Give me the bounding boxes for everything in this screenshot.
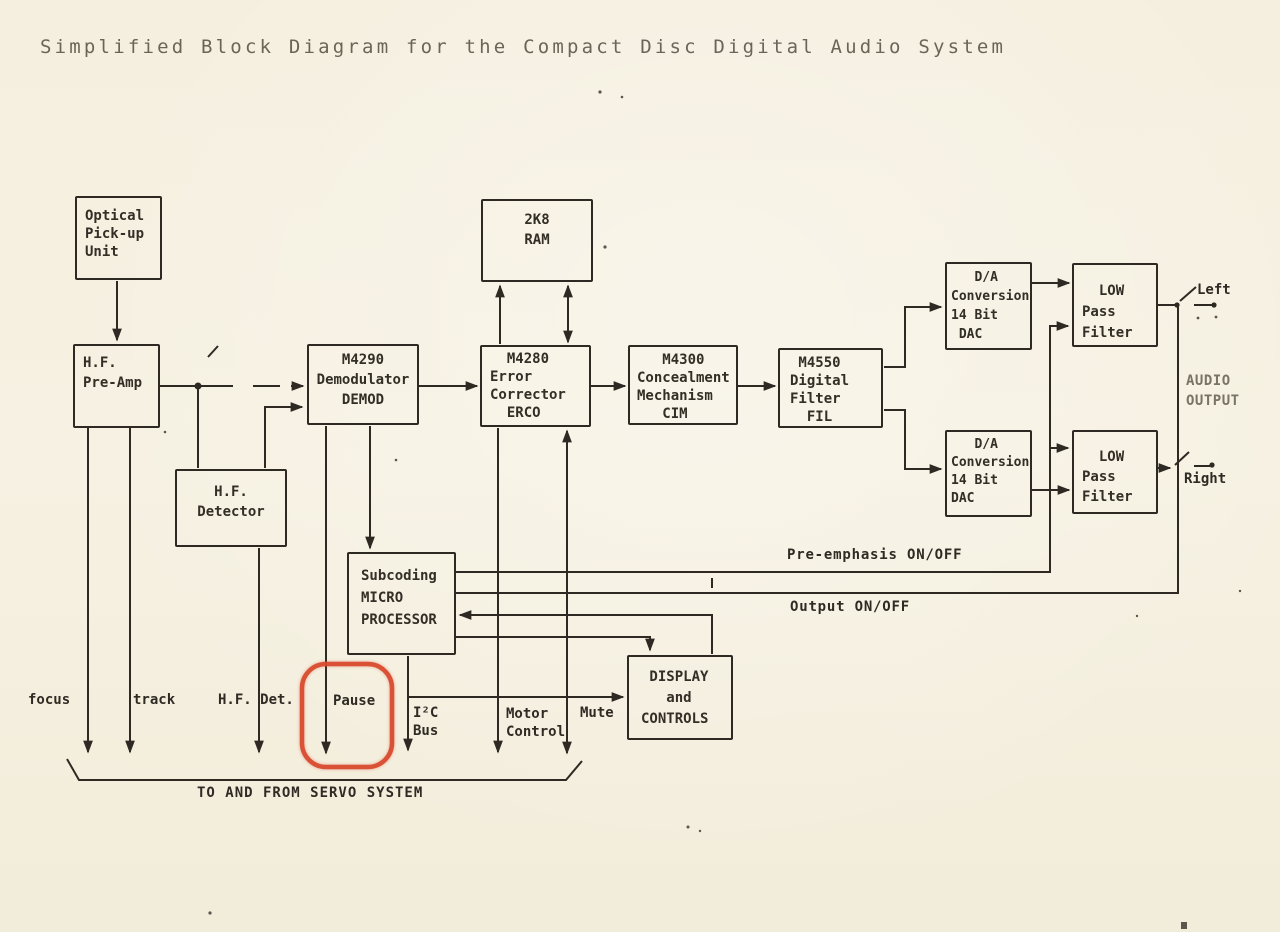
box-lpf-top: LOW Pass Filter bbox=[1072, 263, 1158, 347]
label-output-onoff: Output ON/OFF bbox=[790, 599, 910, 615]
box-ram: 2K8 RAM bbox=[481, 199, 593, 282]
label-i2c-bus: I²C Bus bbox=[413, 705, 439, 739]
pause-annotation bbox=[299, 661, 395, 770]
arrow-fil-to-dac-top bbox=[884, 302, 943, 368]
box-display-controls: DISPLAY and CONTROLS bbox=[627, 655, 733, 740]
junction-dot bbox=[194, 382, 202, 390]
diagram-title: Simplified Block Diagram for the Compact… bbox=[40, 36, 1007, 58]
box-demodulator: M4290 Demodulator DEMOD bbox=[307, 344, 419, 425]
arrow-micro-to-display bbox=[456, 636, 655, 652]
line-output-onoff bbox=[456, 303, 1179, 594]
label-focus: focus bbox=[28, 692, 71, 708]
arrow-detector-to-demod bbox=[264, 402, 304, 468]
label-pause: Pause bbox=[333, 693, 376, 709]
arrow-display-to-micro bbox=[458, 610, 713, 654]
right-terminal-dot bbox=[1209, 462, 1215, 468]
arrow-fil-to-dac-bottom bbox=[884, 409, 943, 474]
stray-mark-slash bbox=[207, 345, 219, 358]
label-left: Left bbox=[1197, 282, 1231, 298]
left-terminal-dot bbox=[1211, 302, 1217, 308]
label-motor-control: Motor Control bbox=[506, 706, 566, 740]
label-hf-det: H.F. Det. bbox=[218, 692, 294, 708]
label-servo-system: TO AND FROM SERVO SYSTEM bbox=[197, 785, 424, 801]
switch-contact-left bbox=[1174, 302, 1180, 308]
label-track: track bbox=[133, 692, 176, 708]
label-mute: Mute bbox=[580, 705, 614, 721]
box-digital-filter: M4550 Digital Filter FIL bbox=[778, 348, 883, 428]
label-pre-emphasis: Pre-emphasis ON/OFF bbox=[787, 547, 963, 563]
box-lpf-bottom: LOW Pass Filter bbox=[1072, 430, 1158, 514]
label-audio-output: AUDIO OUTPUT bbox=[1186, 373, 1240, 409]
switch-lever-right bbox=[1174, 451, 1190, 466]
box-dac-top: D/A Conversion 14 Bit DAC bbox=[945, 262, 1032, 350]
box-dac-bottom: D/A Conversion 14 Bit DAC bbox=[945, 430, 1032, 517]
scan-specks bbox=[163, 90, 1242, 929]
label-right: Right bbox=[1184, 471, 1227, 487]
box-hf-preamp: H.F. Pre-Amp bbox=[73, 344, 160, 428]
box-hf-detector: H.F. Detector bbox=[175, 469, 287, 547]
servo-brace bbox=[66, 758, 583, 781]
box-optical-pickup-unit: Optical Pick-up Unit bbox=[75, 196, 162, 280]
box-subcoding-microprocessor: Subcoding MICRO PROCESSOR bbox=[347, 552, 456, 655]
box-concealment-mechanism: M4300 Concealment Mechanism CIM bbox=[628, 345, 738, 425]
switch-lever-left bbox=[1179, 286, 1197, 302]
box-error-corrector: M4280 Error Corrector ERCO bbox=[480, 345, 591, 427]
